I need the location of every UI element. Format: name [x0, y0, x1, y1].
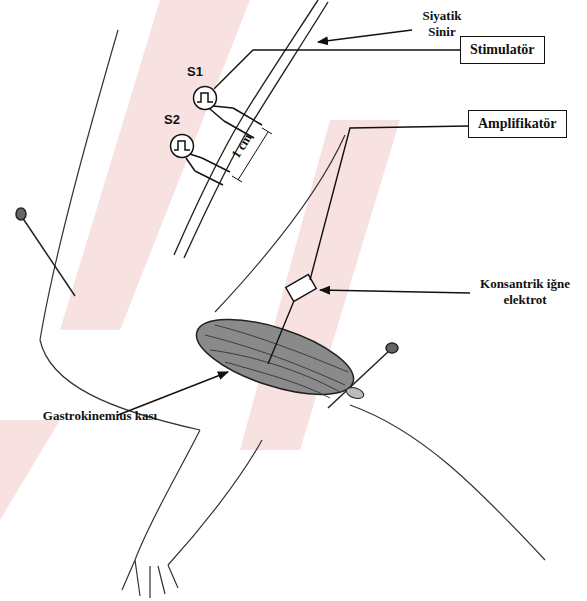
amplifier-box: Amplifikatör	[468, 110, 567, 138]
electrode-name: S1	[187, 64, 203, 79]
stimulating-electrodes	[186, 106, 262, 185]
stimulus-electrode: S2	[169, 133, 195, 159]
pulse-symbol	[192, 85, 218, 111]
nerve-label: Siyatik Sinir	[412, 8, 472, 41]
leader-arrows	[118, 30, 470, 415]
box-title: Amplifikatör	[478, 116, 557, 132]
muscle-label: Gastrokinemius kası	[40, 408, 160, 424]
distance-label: 1 cm	[225, 125, 260, 168]
sciatic-nerve	[174, 0, 328, 258]
stimulator-wire	[214, 50, 460, 89]
gastrocnemius-muscle	[188, 304, 365, 410]
pulse-symbol	[169, 133, 195, 159]
electrode-name: S2	[164, 112, 180, 127]
stimulus-electrode: S1	[192, 85, 218, 111]
stimulator-box: Stimulatör	[460, 36, 545, 64]
box-title: Stimulatör	[470, 42, 535, 58]
watermark	[0, 0, 400, 520]
needle-electrode	[268, 126, 468, 364]
electrode-label: Konsantrik iğne elektrot	[470, 276, 580, 309]
